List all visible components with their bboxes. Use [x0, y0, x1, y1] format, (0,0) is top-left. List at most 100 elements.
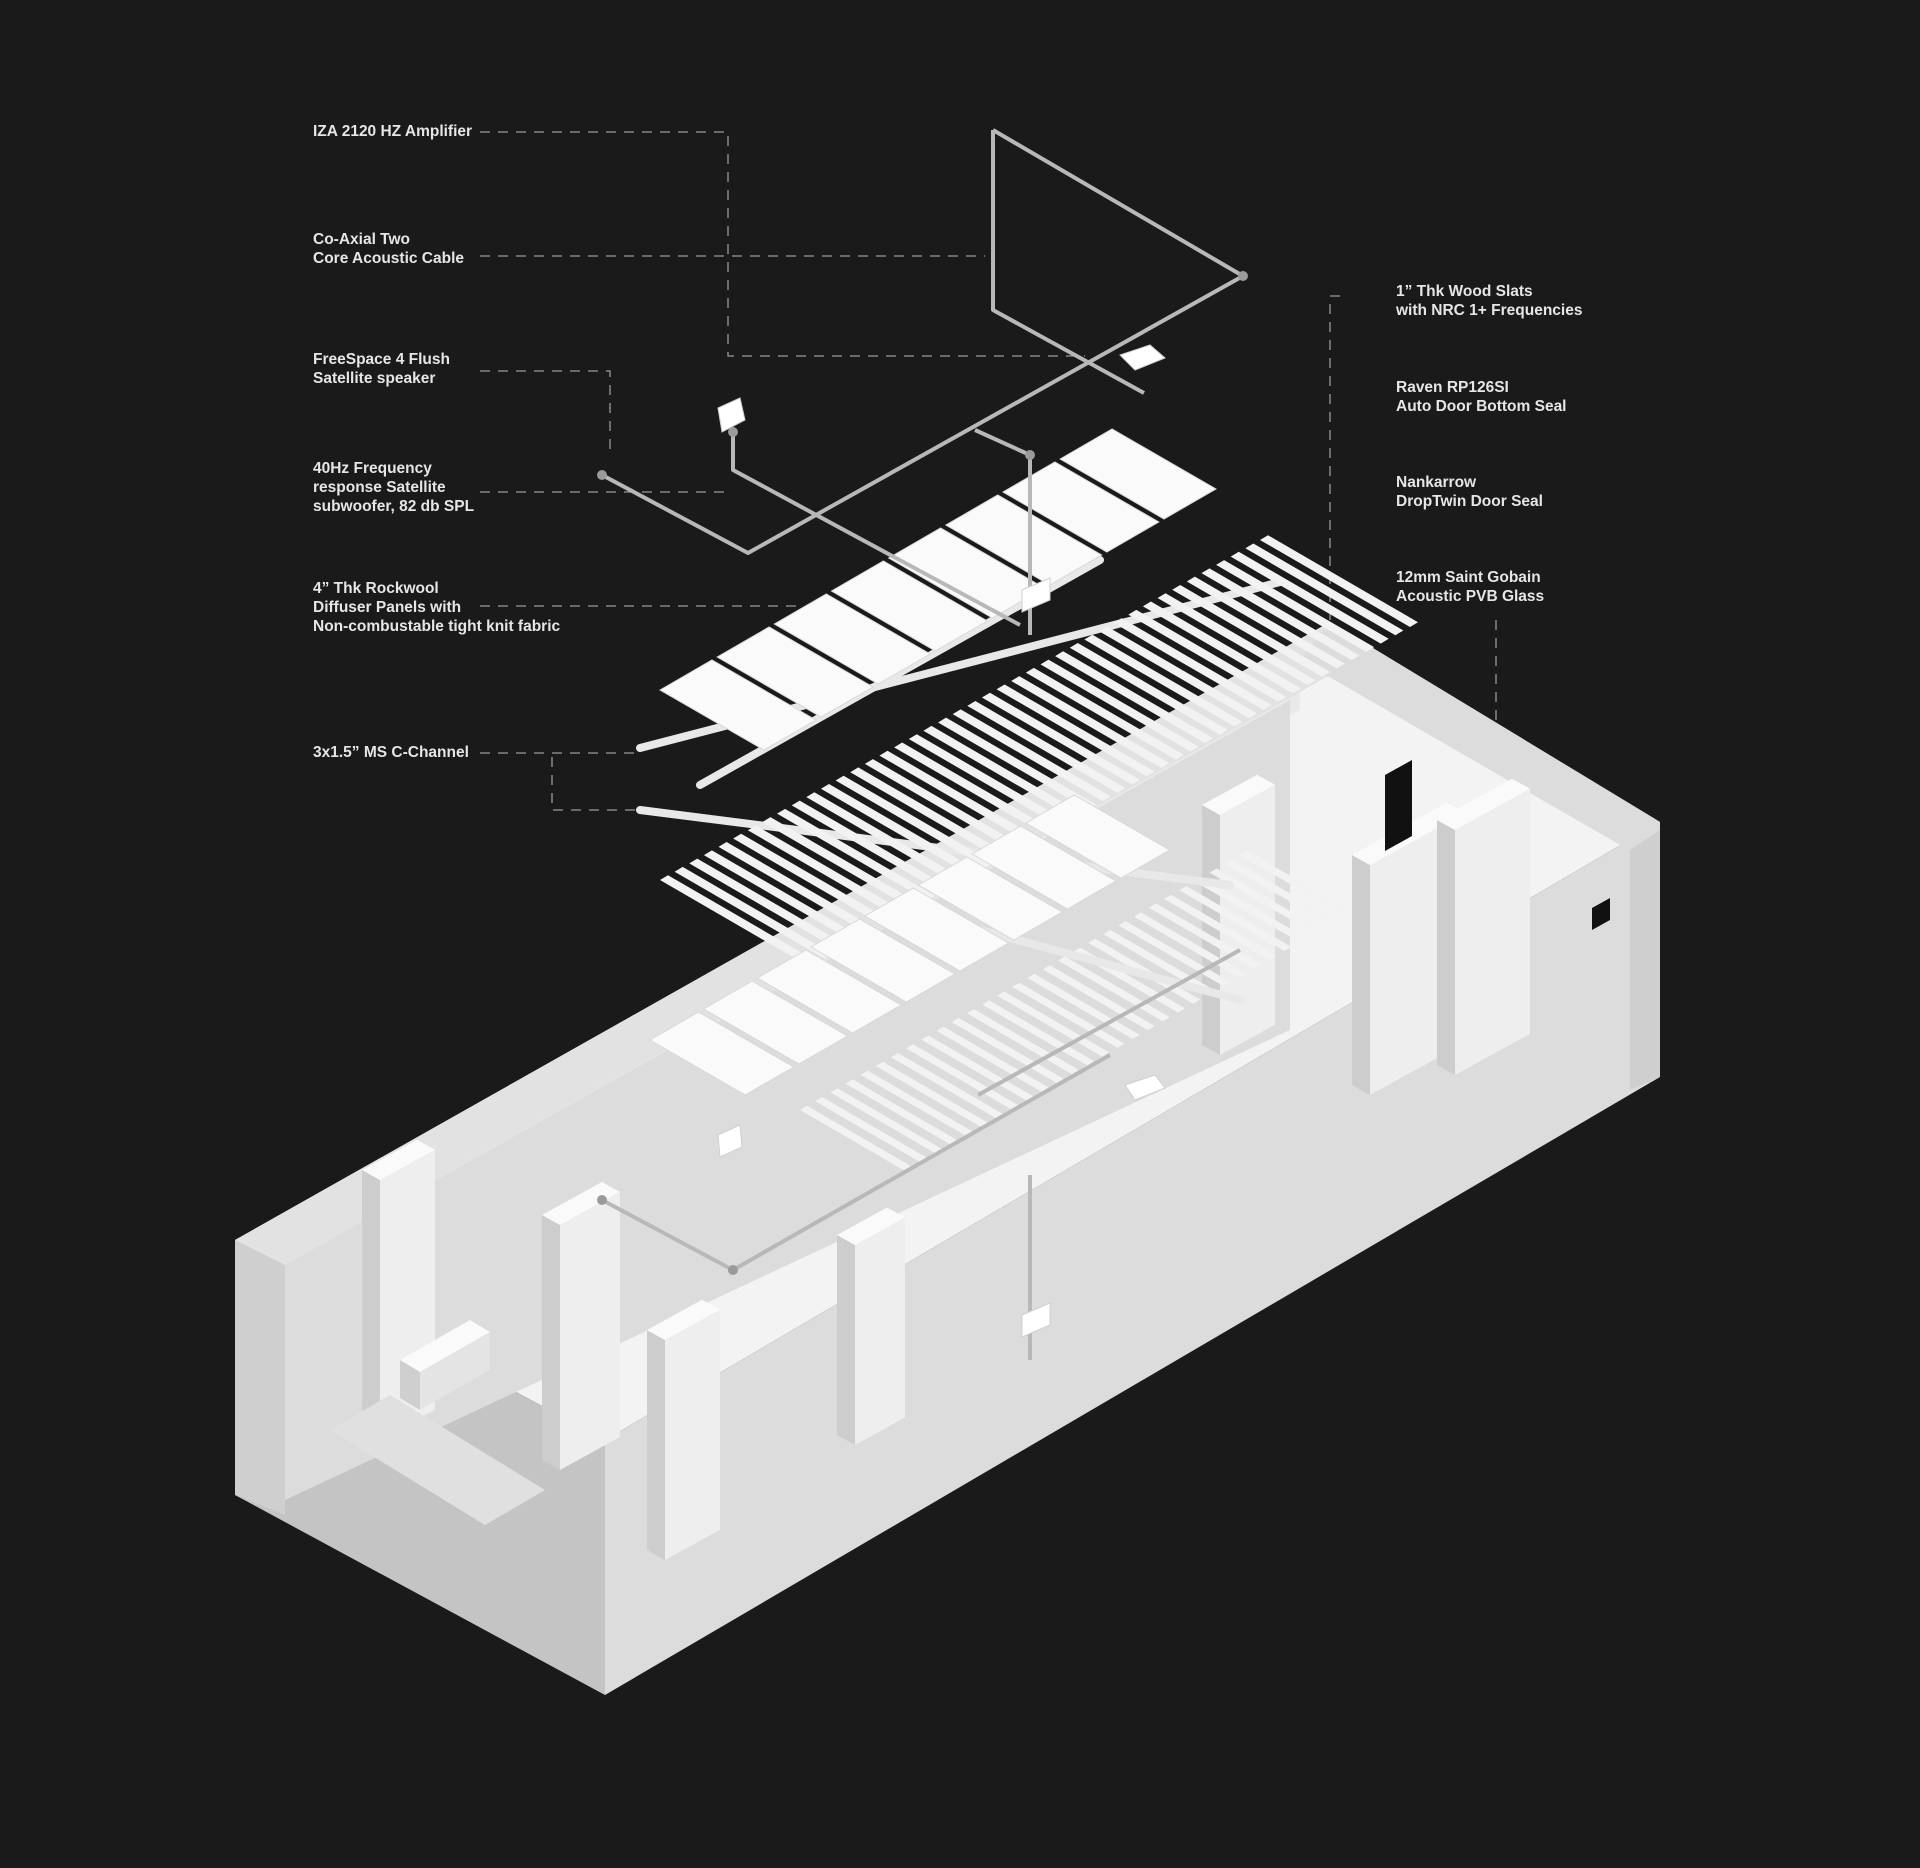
leader-satellite-speaker: [480, 370, 611, 450]
bench-side: [400, 1360, 420, 1410]
acoustic-glass-window: [1592, 898, 1610, 930]
column-front-left-side: [647, 1330, 665, 1560]
upper-slat-29: [1069, 643, 1228, 735]
lower-slat-9: [921, 1035, 1034, 1101]
upper-diffuser-panel-2: [716, 626, 875, 718]
upper-wood-slats: [660, 535, 1418, 967]
lower-slat-13: [982, 1000, 1095, 1066]
lower-slat-29: [1224, 859, 1337, 925]
leader-c-channel: [480, 752, 640, 811]
label-amplifier: IZA 2120 HZ Amplifier: [313, 123, 473, 140]
upper-slat-17: [894, 742, 1053, 835]
lower-slat-12: [966, 1009, 1079, 1075]
lower-slat-4: [845, 1079, 958, 1145]
upper-cable-run: [601, 128, 1245, 555]
upper-slat-40: [1230, 551, 1389, 644]
lower-slat-11: [951, 1017, 1064, 1083]
upper-slat-18: [908, 734, 1067, 827]
upper-slat-13: [835, 775, 994, 868]
upper-slat-3: [689, 858, 848, 951]
upper-diffuser-panel-3: [773, 593, 932, 685]
cable-junction-5: [597, 1195, 607, 1205]
lower-slat-2: [815, 1097, 928, 1163]
end-wall-left-face: [235, 1240, 285, 1515]
upper-slat-5: [718, 842, 877, 934]
label-satellite-speaker: FreeSpace 4 Flush Satellite speaker: [313, 351, 450, 387]
door-opening: [1385, 760, 1412, 851]
upper-slat-30: [1084, 634, 1243, 727]
amplifier-unit-lower: [1124, 1074, 1166, 1101]
partition-corner-left-top: [542, 1182, 620, 1225]
label-subwoofer: 40Hz Frequency response Satellite subwoo…: [313, 460, 475, 515]
partition-right-a-front: [1220, 784, 1275, 1055]
upper-diffuser-panel-6: [944, 494, 1103, 586]
upper-slat-28: [1055, 651, 1214, 744]
lower-slat-6: [875, 1061, 988, 1127]
lower-slat-30: [1240, 850, 1352, 916]
upper-slat-25: [1011, 676, 1170, 768]
step-platform: [330, 1395, 545, 1525]
lower-slat-26: [1179, 885, 1292, 952]
upper-slat-33: [1128, 609, 1287, 702]
upper-slat-36: [1172, 584, 1331, 677]
upper-slat-2: [674, 866, 833, 959]
upper-slat-14: [850, 767, 1009, 860]
upper-slat-1: [660, 875, 818, 967]
lower-diffuser-panel-3: [756, 949, 903, 1034]
lower-diffuser-panel-4: [810, 918, 956, 1003]
cable-junction-2: [728, 427, 738, 437]
lower-slat-25: [1164, 894, 1277, 960]
cable-junction-3: [1238, 271, 1248, 281]
subwoofer-lower: [1021, 1302, 1051, 1338]
upper-slat-31: [1099, 626, 1258, 719]
upper-slat-32: [1113, 618, 1272, 710]
partition-corner-left-side: [542, 1215, 560, 1470]
lower-slat-3: [830, 1088, 943, 1154]
upper-slat-42: [1260, 535, 1418, 627]
label-door-seal: Nankarrow DropTwin Door Seal: [1396, 474, 1543, 510]
column-front-left-top: [647, 1299, 720, 1340]
lower-diffuser-panel-2: [702, 980, 849, 1065]
column-middle-side: [837, 1235, 855, 1445]
upper-slat-4: [703, 850, 862, 943]
partition-right-b-side: [1352, 855, 1370, 1095]
upper-slat-20: [938, 717, 1097, 810]
lower-slat-5: [860, 1070, 973, 1136]
partition-corner-left-front: [560, 1192, 620, 1470]
lower-diffuser-panel-1: [649, 1011, 795, 1096]
label-rockwool-panels: 4” Thk Rockwool Diffuser Panels with Non…: [313, 580, 561, 635]
upper-slat-23: [981, 692, 1140, 785]
satellite-speaker-upper: [717, 397, 746, 433]
c-channel-4: [976, 926, 1244, 1004]
partition-right-a-top: [1202, 774, 1275, 815]
upper-slat-24: [996, 684, 1155, 777]
satellite-speaker-lower: [717, 1124, 743, 1158]
cable-junction-6: [728, 1265, 738, 1275]
column-middle-top: [837, 1207, 905, 1245]
lower-slat-14: [997, 991, 1110, 1057]
label-acoustic-cable: Co-Axial Two Core Acoustic Cable: [313, 231, 465, 267]
upper-slat-21: [952, 709, 1111, 802]
column-front-left-front: [665, 1309, 720, 1560]
upper-slat-37: [1186, 576, 1345, 669]
upper-diffuser-panel-4: [830, 560, 989, 652]
upper-slat-26: [1025, 667, 1184, 760]
lower-diffuser-panel-8: [1024, 794, 1171, 879]
column-left-top: [362, 1139, 435, 1180]
lower-slat-7: [891, 1053, 1004, 1119]
bench-top: [400, 1320, 490, 1372]
upper-slat-11: [806, 792, 965, 885]
lower-slat-8: [906, 1044, 1019, 1110]
upper-diffuser-panel-7: [1001, 461, 1160, 553]
speaker-cable-network: [597, 128, 1248, 1360]
upper-slat-15: [864, 759, 1023, 851]
cable-junction-4: [1025, 450, 1035, 460]
label-acoustic-glass: 12mm Saint Gobain Acoustic PVB Glass: [1396, 569, 1545, 605]
lower-slat-1: [800, 1105, 912, 1171]
lower-diffuser-panel-6: [917, 856, 1064, 941]
leader-amplifier: [480, 131, 1085, 357]
upper-cable-drop: [991, 130, 1145, 395]
upper-slat-34: [1142, 601, 1301, 694]
